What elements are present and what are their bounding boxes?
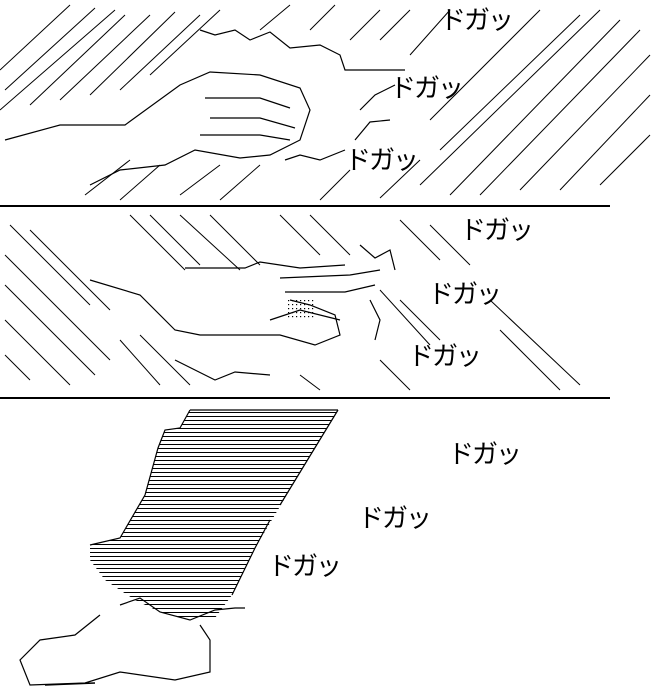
panel2-speed-lines [4,214,581,391]
sound-effect-text: ドガッ [428,280,502,310]
sound-effect-text: ドガッ [408,342,482,372]
sound-effect-text: ドガッ [448,440,522,470]
sound-effect-text: ドガッ [268,552,342,582]
sound-effect-text: ドガッ [358,504,432,534]
panel3-leg [19,409,339,686]
panel2-arm [89,244,396,381]
panel1-arm [4,29,405,186]
panel1-speed-lines [0,4,651,201]
sound-effect-text: ドガッ [460,216,534,246]
divider-1 [0,205,610,207]
sound-effect-text: ドガッ [440,6,514,36]
divider-2 [0,397,610,399]
sound-effect-text: ドガッ [390,74,464,104]
sound-effect-text: ドガッ [345,146,419,176]
